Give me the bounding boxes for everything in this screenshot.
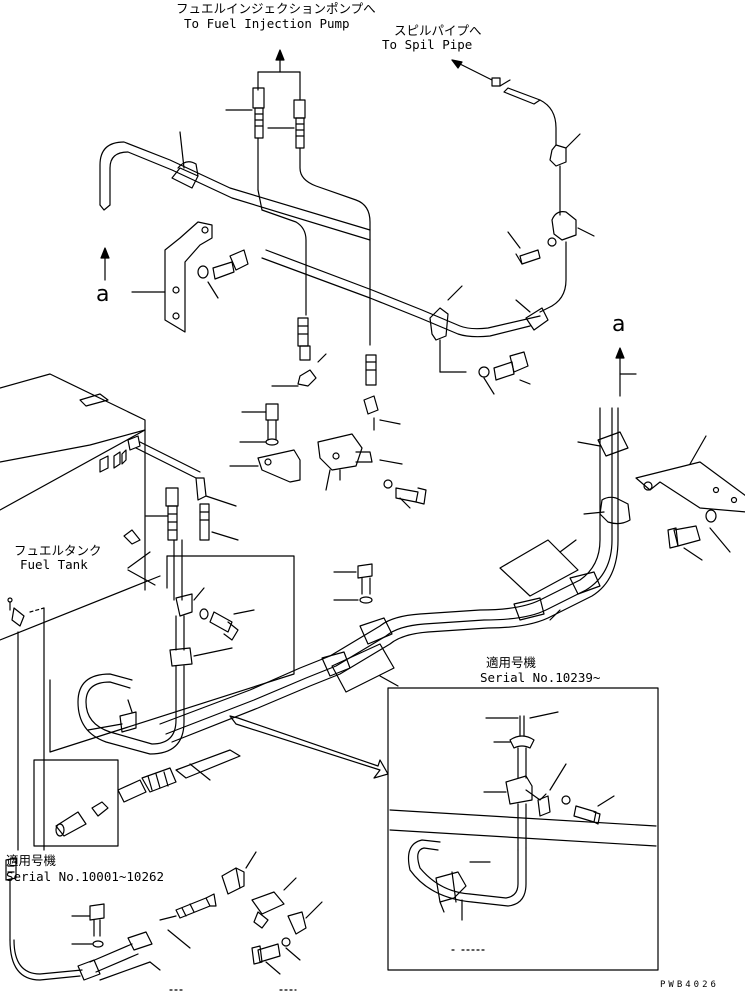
fuel-tank — [0, 373, 237, 591]
main-fuel-pipe — [159, 347, 745, 743]
injection-pump-label-en: To Fuel Injection Pump — [184, 16, 350, 31]
mid-pipe-bolt — [333, 563, 373, 604]
left-detail-pipe — [77, 539, 255, 755]
ref-letter-right: a — [612, 312, 626, 337]
middle-fittings — [229, 317, 427, 509]
spill-pipe-run — [261, 77, 595, 373]
fuel-tank-label-en: Fuel Tank — [20, 557, 88, 572]
serial-detail-box — [387, 687, 659, 971]
fuel-tank-label-ja: フュエルタンク — [14, 543, 102, 558]
serial-label-b: Serial No.10001~10262 — [6, 869, 165, 884]
injection-pump-label-ja: フュエルインジェクションポンプへ — [176, 1, 376, 16]
serial-label-a: Serial No.10239~ — [480, 670, 601, 685]
upper-pipe-run — [99, 131, 371, 346]
lower-left-detail — [33, 749, 241, 847]
left-bracket — [131, 221, 249, 333]
tank-fittings — [123, 487, 239, 545]
detail-callout-frame — [0, 551, 295, 753]
serial-label-ja-a: 適用号機 — [486, 655, 537, 670]
injection-arrow — [257, 49, 301, 101]
injection-fittings — [225, 87, 306, 149]
drawing-code: PWB4026 — [660, 980, 719, 990]
left-hose — [5, 597, 83, 981]
right-mid-bolt — [478, 351, 531, 395]
spill-pipe-label-en: To Spil Pipe — [382, 37, 473, 52]
serial-label-ja-b: 適用号機 — [6, 853, 57, 868]
spill-arrow — [451, 59, 493, 81]
bottom-parts — [71, 851, 323, 991]
detail-pointer-arrow — [229, 715, 389, 779]
ref-letter-left: a — [96, 282, 110, 307]
ref-arrow-left — [100, 247, 110, 281]
spill-pipe-label-ja: スピルパイプへ — [394, 23, 482, 38]
upper-right-bolt — [507, 231, 557, 265]
